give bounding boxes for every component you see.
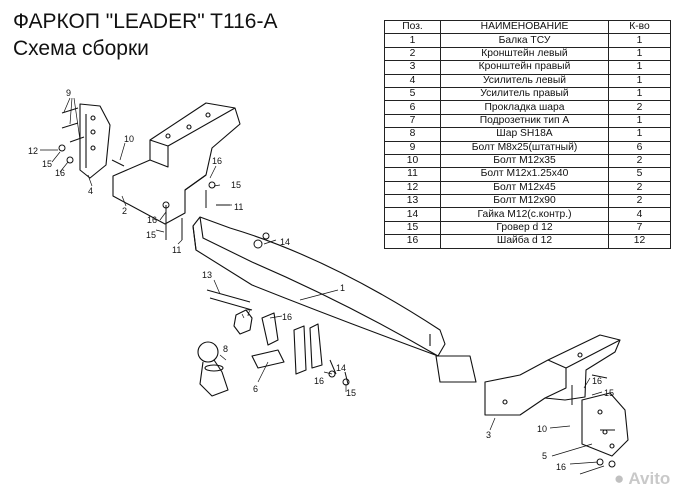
callout-labels: 9 10 12 15 16 4 2 16 15 11 16 15 11 14 1… xyxy=(28,88,614,472)
left-reinforcement xyxy=(79,103,111,179)
cell-quantity: 1 xyxy=(608,73,671,88)
label-7: 7 xyxy=(246,308,251,318)
label-14b: 14 xyxy=(336,363,346,373)
cell-position: 7 xyxy=(384,113,441,129)
label-15b: 15 xyxy=(231,180,241,190)
cell-name: Кронштейн правый xyxy=(440,60,609,75)
cell-name: Усилитель левый xyxy=(440,73,609,88)
cell-quantity: 1 xyxy=(608,86,671,102)
label-3: 3 xyxy=(486,430,491,440)
label-16a: 16 xyxy=(55,168,65,178)
label-16e: 16 xyxy=(314,376,324,386)
label-11a: 11 xyxy=(234,202,243,212)
tow-beam xyxy=(192,216,477,383)
socket-holder xyxy=(233,309,279,346)
tow-ball xyxy=(197,341,229,397)
label-2: 2 xyxy=(122,206,127,216)
label-13: 13 xyxy=(202,270,212,280)
label-15c: 15 xyxy=(146,230,156,240)
right-bracket xyxy=(484,334,621,416)
label-8: 8 xyxy=(223,344,228,354)
label-16g: 16 xyxy=(556,462,566,472)
label-15a: 15 xyxy=(42,159,52,169)
leader-lines xyxy=(40,97,605,475)
diagram-subtitle: Схема сборки xyxy=(13,37,149,60)
cell-quantity: 1 xyxy=(608,60,671,75)
label-16d: 16 xyxy=(282,312,292,322)
label-10b: 10 xyxy=(537,424,547,434)
watermark-text: Avito xyxy=(628,469,671,488)
avito-watermark: ● Avito xyxy=(614,469,671,488)
label-11b: 11 xyxy=(172,245,181,255)
label-9: 9 xyxy=(66,88,71,98)
label-1: 1 xyxy=(340,283,345,293)
label-15e: 15 xyxy=(604,388,614,398)
diagram-title: ФАРКОП "LEADER" T116-A xyxy=(13,10,278,33)
cell-name: Шайба d 12 xyxy=(440,234,609,249)
cell-quantity: 1 xyxy=(608,113,671,129)
label-16f: 16 xyxy=(592,376,602,386)
left-bracket xyxy=(112,102,241,225)
label-5: 5 xyxy=(542,451,547,461)
label-6: 6 xyxy=(253,384,258,394)
label-10a: 10 xyxy=(124,134,134,144)
label-12a: 12 xyxy=(28,146,38,156)
parts-table-header: Поз. НАИМЕНОВАНИЕ К-во xyxy=(384,19,671,35)
label-15d: 15 xyxy=(346,388,356,398)
label-4: 4 xyxy=(88,186,93,196)
label-16c: 16 xyxy=(147,215,157,225)
label-14a: 14 xyxy=(280,237,290,247)
cell-quantity: 12 xyxy=(608,234,671,249)
ball-spacers xyxy=(251,323,323,375)
right-reinforcement xyxy=(581,392,629,457)
bolts xyxy=(58,107,616,468)
label-16b: 16 xyxy=(212,156,222,166)
cell-quantity: 2 xyxy=(608,100,671,115)
